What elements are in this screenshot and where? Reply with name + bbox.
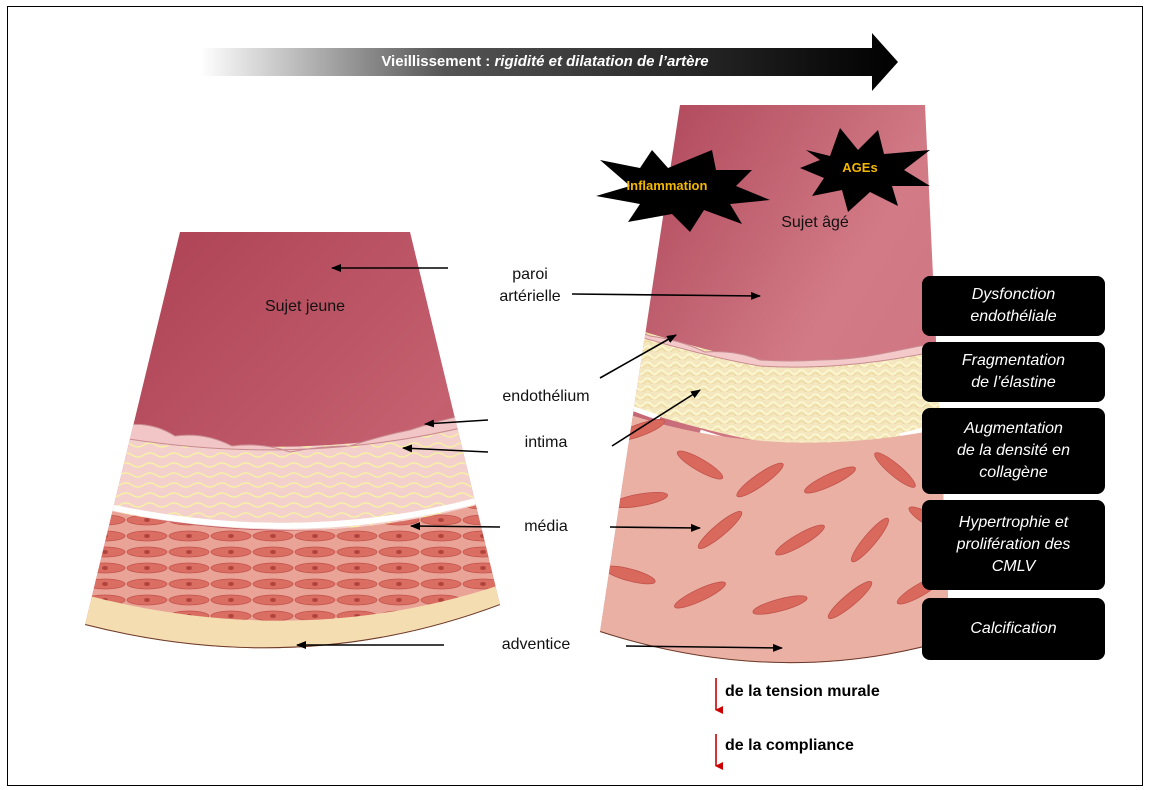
- intima-label: intima: [486, 432, 606, 454]
- aging-banner-text: Vieillissement : rigidité et dilatation …: [320, 50, 770, 74]
- adventitia-label: adventice: [476, 634, 596, 656]
- change-box-vsmc-hypertrophy: Hypertrophie et prolifération des CMLV: [922, 500, 1105, 590]
- change-text: Dysfonction: [970, 284, 1056, 306]
- banner-emphasis: rigidité et dilatation de l’artère: [494, 53, 708, 70]
- change-box-calcification: Calcification: [922, 598, 1105, 660]
- effect-compliance: de la compliance: [725, 736, 854, 756]
- arrow-media-left: [411, 526, 500, 527]
- change-box-elastin-fragmentation: Fragmentation de l’élastine: [922, 342, 1105, 402]
- inflammation-label: Inflammation: [612, 178, 722, 193]
- wall-label-line2: artérielle: [470, 286, 590, 308]
- endothelium-label: endothélium: [486, 386, 606, 408]
- effect-wall-tension: de la tension murale: [725, 682, 880, 702]
- banner-prefix: Vieillissement :: [381, 53, 494, 70]
- change-text: collagène: [957, 462, 1070, 484]
- wall-label-line1: paroi: [470, 264, 590, 286]
- change-text: CMLV: [957, 556, 1071, 578]
- change-text: Calcification: [970, 618, 1056, 640]
- change-text: endothéliale: [970, 306, 1056, 328]
- change-box-endothelial-dysfunction: Dysfonction endothéliale: [922, 276, 1105, 336]
- wall-label: paroi artérielle: [470, 264, 590, 308]
- change-text: Hypertrophie et: [957, 512, 1071, 534]
- change-box-collagen-density: Augmentation de la densité en collagène: [922, 408, 1105, 494]
- change-text: prolifération des: [957, 534, 1071, 556]
- media-label: média: [496, 516, 596, 538]
- young-subject-label: Sujet jeune: [240, 296, 370, 318]
- change-text: Fragmentation: [962, 350, 1065, 372]
- change-text: de la densité en: [957, 440, 1070, 462]
- arrow-media-right: [610, 527, 700, 528]
- ages-label: AGEs: [820, 160, 900, 175]
- change-text: de l’élastine: [962, 372, 1065, 394]
- old-subject-label: Sujet âgé: [760, 212, 870, 234]
- change-text: Augmentation: [957, 418, 1070, 440]
